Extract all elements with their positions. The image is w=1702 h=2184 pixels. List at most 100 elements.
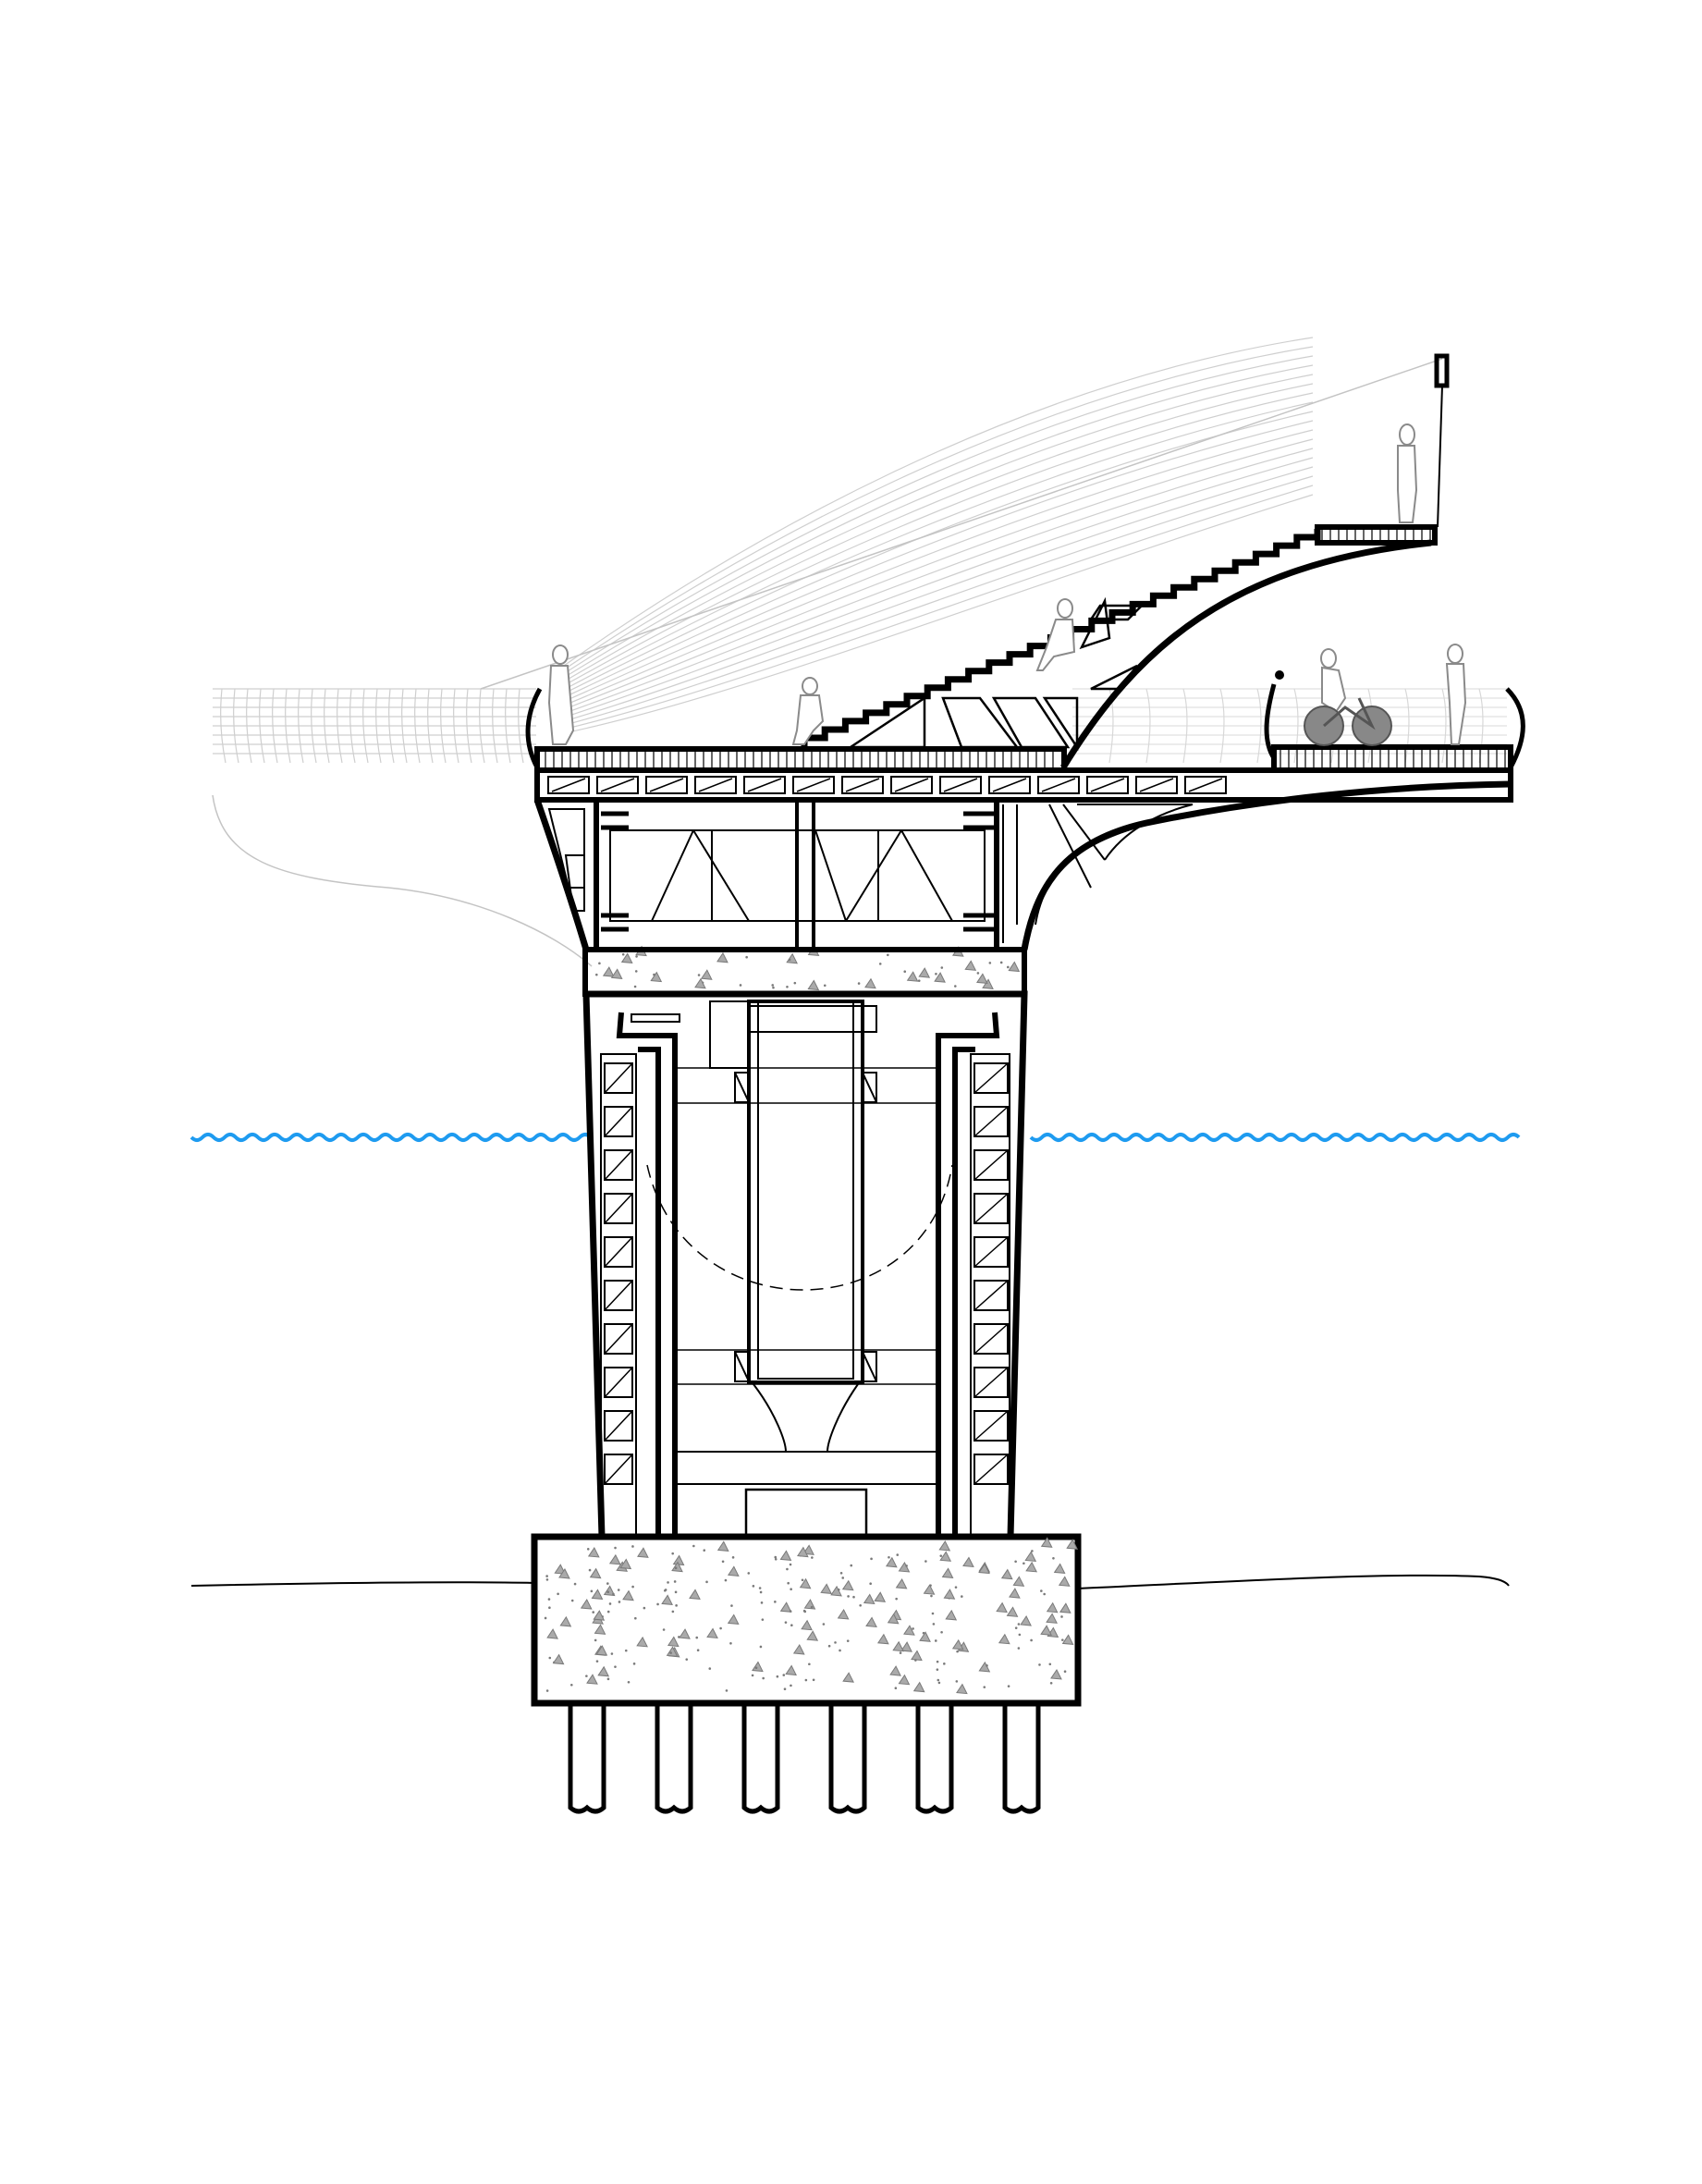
background-baluster (362, 688, 369, 764)
aggregate-stone (666, 1646, 679, 1657)
water-line-left (190, 1133, 593, 1142)
aggregate-dot (606, 1590, 610, 1594)
aggregate-dot (903, 970, 907, 973)
background-baluster (492, 688, 498, 764)
aggregate-stone (877, 1633, 889, 1645)
core-flare (753, 1383, 859, 1453)
aggregate-stone (900, 1641, 912, 1652)
aggregate-dot (751, 1674, 754, 1677)
base-block (744, 1488, 868, 1539)
aggregate-stone (622, 1589, 634, 1601)
aggregate-dot (759, 1590, 763, 1594)
pier-hatch-line (973, 1323, 1009, 1355)
core-dashed-arc (646, 1164, 953, 1291)
cantilever-body (533, 780, 1512, 951)
pier-hatch-line (604, 1062, 633, 1094)
aggregate-dot (631, 1545, 634, 1548)
aggregate-stone (996, 1601, 1008, 1613)
aggregate-stone (976, 973, 988, 985)
cantilever-web-ribs (1002, 804, 1194, 943)
aggregate-stone (1066, 1539, 1079, 1550)
aggregate-stone (1025, 1561, 1038, 1573)
aggregate-dot (760, 1601, 764, 1604)
pier-hatch-line (604, 1280, 633, 1311)
aggregate-dot (573, 1582, 577, 1586)
aggregate-stone (661, 1594, 673, 1605)
aggregate-stone (943, 1589, 956, 1600)
aggregate-dot (594, 1638, 597, 1642)
background-baluster (298, 688, 304, 764)
pile (655, 1703, 693, 1814)
aggregate-dot (656, 1602, 659, 1606)
background-baluster (1182, 688, 1188, 764)
person-standing-top (1397, 423, 1418, 523)
aggregate-stone (1040, 1625, 1052, 1636)
aggregate-dot (1022, 1562, 1025, 1565)
aggregate-dot (850, 1564, 853, 1567)
girder-corner-blocks (601, 811, 994, 932)
pier-right-column (970, 1053, 1010, 1536)
aggregate-dot (931, 1612, 935, 1615)
aggregate-stone (889, 1665, 901, 1676)
aggregate-dot (719, 1626, 722, 1630)
aggregate-dot (839, 1649, 841, 1652)
pier-hatch-line (973, 1149, 1009, 1181)
aggregate-dot (934, 1639, 937, 1642)
core-top-cap (748, 1005, 877, 1033)
aggregate-stone (706, 1627, 718, 1639)
aggregate-dot (761, 1618, 765, 1621)
aggregate-stone (934, 972, 946, 983)
aggregate-dot (1007, 1685, 1010, 1687)
aggregate-dot (790, 1588, 792, 1591)
upper-platform (1315, 524, 1438, 546)
aggregate-dot (545, 1575, 548, 1577)
stair-support-arc (1060, 539, 1432, 769)
aggregate-dot (784, 1621, 788, 1624)
aggregate-dot (976, 972, 980, 975)
aggregate-dot (1014, 1560, 1017, 1564)
aggregate-stone (898, 1561, 911, 1573)
background-baluster (1293, 688, 1299, 764)
aggregate-stone (779, 1601, 792, 1613)
aggregate-dot (834, 1641, 837, 1644)
aggregate-dot (731, 1556, 735, 1559)
aggregate-dot (1043, 1592, 1046, 1596)
aggregate-stone (864, 977, 876, 989)
aggregate-dot (586, 1548, 590, 1551)
aggregate-dot (801, 1578, 804, 1582)
aggregate-dot (608, 1602, 612, 1605)
aggregate-dot (635, 955, 638, 958)
aggregate-dot (936, 1660, 939, 1663)
deck-hatch-line (943, 778, 978, 792)
background-baluster (246, 688, 252, 764)
pier-hatch-line (604, 1193, 633, 1224)
aggregate-dot (790, 1684, 792, 1687)
background-baluster (518, 688, 524, 764)
aggregate-dot (627, 1680, 631, 1684)
background-baluster (1108, 688, 1114, 764)
aggregate-stone (918, 967, 931, 978)
aggregate-dot (839, 1572, 843, 1575)
aggregate-dot (859, 1603, 862, 1607)
aggregate-dot (671, 1610, 675, 1613)
aggregate-dot (612, 1592, 615, 1596)
pier-hatch-line (973, 1062, 1009, 1094)
aggregate-dot (857, 982, 861, 985)
aggregate-dot (914, 1659, 917, 1662)
deck-hatch-line (649, 778, 684, 792)
pier-hatch-boxes (604, 1062, 1009, 1485)
aggregate-dot (590, 1589, 594, 1593)
aggregate-dot (935, 973, 937, 975)
aggregate-stone (887, 1613, 900, 1625)
aggregate-dot (730, 1604, 733, 1607)
aggregate-dot (827, 1644, 831, 1648)
aggregate-dot (703, 1549, 706, 1552)
background-baluster (220, 688, 227, 764)
aggregate-stone (636, 1636, 648, 1648)
pier-hatch-line (604, 1410, 633, 1442)
aggregate-stone (785, 1664, 798, 1676)
deck-slab-right (1271, 744, 1513, 773)
canopy-line (554, 457, 1314, 721)
left-flare-panels (547, 808, 585, 912)
